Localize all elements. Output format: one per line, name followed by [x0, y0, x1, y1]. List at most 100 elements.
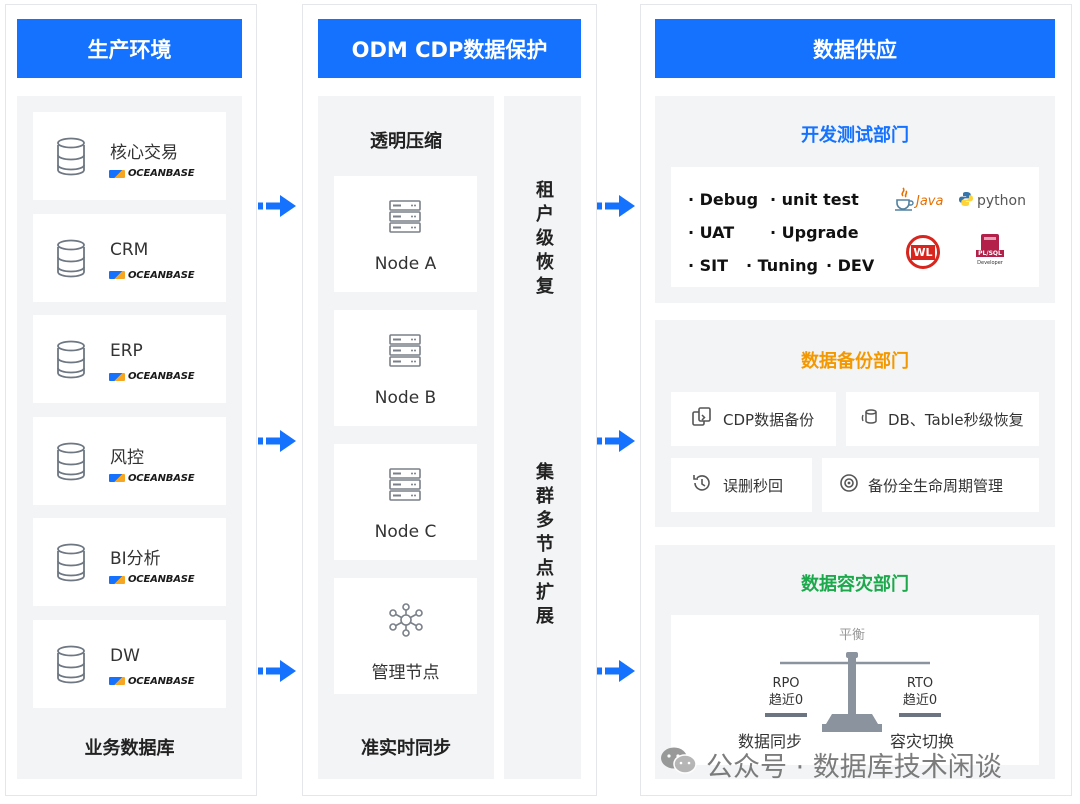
dev-test-panel: 开发测试部门: [655, 96, 1055, 303]
plsql-logo-subtext: Developer: [977, 260, 1003, 266]
database-label: CRM: [110, 239, 149, 260]
rto-pan: [899, 713, 941, 717]
database-label: 风控: [110, 447, 144, 468]
java-cup-icon: [894, 186, 914, 216]
oceanbase-logo: OCEANBASE: [109, 675, 195, 687]
node-card: Node A: [334, 176, 477, 292]
flow-arrow-icon: [258, 660, 296, 686]
dev-tag: · Debug: [688, 190, 759, 209]
database-card: CRM OCEANBASE: [33, 213, 226, 302]
oceanbase-logo-text: OCEANBASE: [128, 574, 195, 585]
oceanbase-logo-text: OCEANBASE: [128, 269, 195, 281]
oceanbase-mark-icon: [109, 271, 125, 279]
lifecycle-label: 备份全生命周期管理: [868, 476, 1004, 495]
oceanbase-logo: OCEANBASE: [109, 168, 195, 179]
watermark: 公众号 · 数据库技术闲谈: [660, 745, 1002, 784]
database-icon: [55, 542, 87, 586]
oceanbase-mark-icon: [109, 474, 125, 482]
weblogic-logo: WL: [906, 235, 940, 269]
server-icon: [387, 332, 423, 372]
cdp-backup-item: CDP数据备份: [671, 392, 836, 446]
history-icon: [691, 472, 713, 498]
flow-arrow-icon: [258, 430, 296, 456]
database-card: 风控 OCEANBASE: [33, 416, 226, 505]
java-logo: Java: [894, 186, 943, 216]
dr-title: 数据容灾部门: [801, 574, 909, 595]
node-label: Node B: [374, 388, 437, 408]
database-icon: [55, 238, 87, 282]
backup-title: 数据备份部门: [801, 351, 909, 372]
flow-arrow-icon: [597, 195, 635, 221]
database-card: ERP OCEANBASE: [33, 315, 226, 403]
node-card: Node B: [334, 310, 477, 426]
manager-node-card: 管理节点: [334, 578, 477, 694]
dev-tag: · unit test: [770, 190, 859, 209]
cdp-backup-label: CDP数据备份: [723, 410, 815, 429]
server-icon: [387, 198, 423, 238]
plsql-logo: PL/SQL Developer: [974, 233, 1006, 266]
sync-label: 准实时同步: [361, 738, 451, 759]
oceanbase-logo: OCEANBASE: [109, 371, 195, 382]
wechat-icon: [660, 746, 698, 783]
watermark-text: 公众号 · 数据库技术闲谈: [706, 752, 1002, 783]
python-logo: python: [958, 191, 1026, 211]
oceanbase-logo: OCEANBASE: [109, 574, 195, 585]
supply-header: 数据供应: [655, 19, 1055, 78]
rpo-value: 趋近0: [768, 693, 804, 708]
rpo-label: RPO: [772, 676, 800, 691]
db-table-recover-item: DB、Table秒级恢复: [846, 392, 1039, 446]
balance-scale-icon: [780, 652, 930, 738]
side-panel: [504, 96, 581, 779]
flow-arrow-icon: [597, 660, 635, 686]
oceanbase-logo-text: OCEANBASE: [128, 675, 195, 687]
db-refresh-icon: [860, 406, 882, 432]
database-icon: [55, 339, 87, 383]
oceanbase-mark-icon: [109, 169, 125, 178]
database-icon: [55, 136, 87, 180]
node-label: Node C: [374, 522, 437, 542]
oceanbase-logo-text: OCEANBASE: [128, 168, 195, 179]
rto-value: 趋近0: [902, 693, 938, 708]
db-table-recover-label: DB、Table秒级恢复: [888, 410, 1024, 429]
python-logo-text: python: [977, 193, 1026, 209]
oceanbase-logo: OCEANBASE: [109, 473, 195, 484]
undo-delete-label: 误删秒回: [723, 476, 784, 495]
database-icon: [55, 644, 87, 688]
failover-caption: 容灾切换: [890, 732, 955, 751]
database-red-icon: [978, 233, 1002, 259]
dev-test-card: [671, 167, 1039, 287]
dev-tag: · SIT: [688, 256, 729, 275]
dev-tag: · Upgrade: [770, 223, 859, 242]
node-label: Node A: [374, 254, 437, 274]
sync-caption: 数据同步: [738, 732, 803, 751]
protection-header: ODM CDP数据保护: [318, 19, 581, 78]
rto-label: RTO: [906, 676, 934, 691]
cluster-icon: [388, 602, 424, 642]
plsql-logo-text: PL/SQL: [976, 250, 1004, 257]
node-card: Node C: [334, 444, 477, 560]
rpo-pan: [765, 713, 807, 717]
oceanbase-logo-text: OCEANBASE: [128, 371, 195, 382]
database-card: 核心交易 OCEANBASE: [33, 112, 226, 200]
dev-test-title: 开发测试部门: [801, 125, 909, 146]
cluster-expand-label: 集群多节点扩展: [533, 462, 554, 630]
oceanbase-mark-icon: [109, 372, 125, 381]
weblogic-logo-text: WL: [911, 244, 935, 260]
undo-delete-item: 误删秒回: [671, 458, 812, 512]
flow-arrow-icon: [258, 195, 296, 221]
database-label: DW: [110, 645, 140, 666]
database-label: 核心交易: [110, 143, 178, 163]
database-card: DW OCEANBASE: [33, 619, 226, 708]
database-label: BI分析: [110, 549, 161, 569]
production-header: 生产环境: [17, 19, 242, 78]
dev-tag: · UAT: [688, 223, 735, 242]
oceanbase-logo: OCEANBASE: [109, 269, 195, 281]
compress-title: 透明压缩: [370, 131, 442, 152]
oceanbase-mark-icon: [109, 575, 125, 584]
flow-arrow-icon: [597, 430, 635, 456]
database-card: BI分析 OCEANBASE: [33, 518, 226, 606]
tenant-recovery-label: 租户级恢复: [533, 180, 554, 300]
dev-tag: · DEV: [826, 256, 875, 275]
manager-node-label: 管理节点: [371, 663, 440, 683]
sync-icon: [691, 406, 713, 432]
